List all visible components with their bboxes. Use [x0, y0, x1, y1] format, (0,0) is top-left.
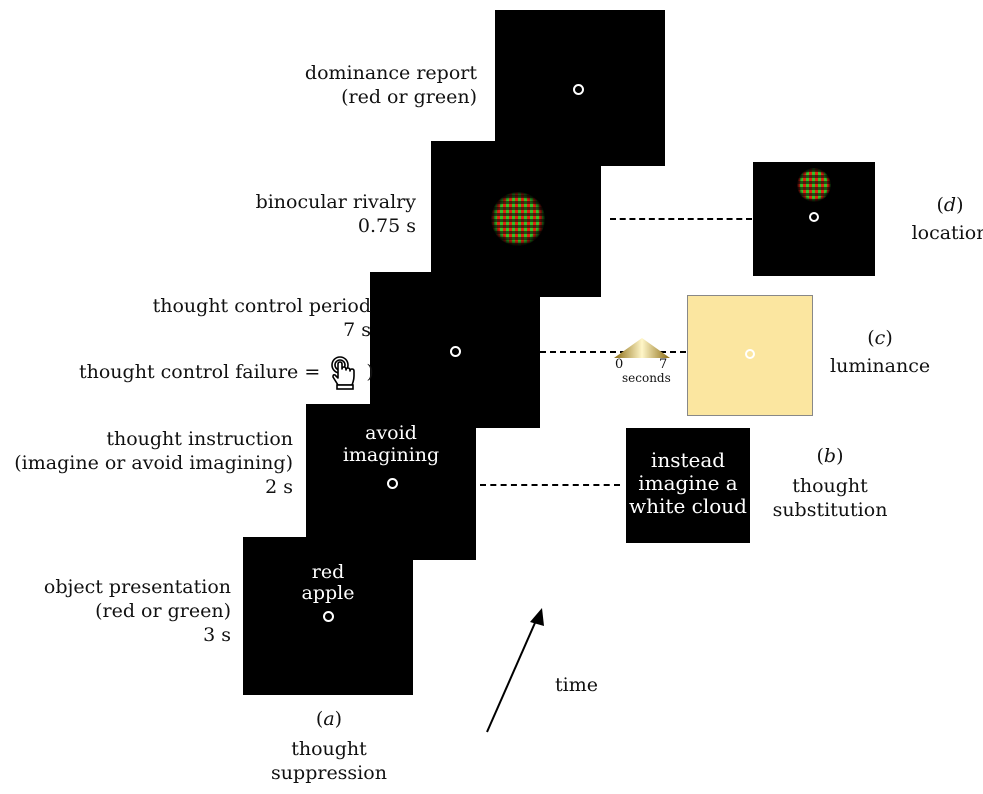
luminance-screen: [687, 295, 813, 416]
label-line: location: [911, 222, 983, 244]
label-line: suppression: [271, 762, 387, 784]
fixation-point: [573, 84, 584, 95]
ramp-min-label: 0: [615, 357, 624, 372]
condition-a-letter: (a): [315, 708, 343, 730]
substitution-screen: instead imagine a white cloud: [626, 428, 750, 543]
fixation-point: [745, 349, 755, 359]
ramp-max-label: 7: [659, 357, 668, 372]
thought-control-screen: [370, 272, 540, 428]
thought-control-failure-label: thought control failure = ): [79, 356, 374, 390]
screen-text-line2: imagining: [342, 444, 440, 466]
object-presentation-label: object presentation (red or green) 3 s: [44, 575, 231, 647]
screen-text-line1: instead: [650, 448, 726, 472]
location-screen: [753, 162, 875, 276]
label-line: object presentation: [43, 576, 231, 598]
screen-text-line1: red: [311, 561, 345, 583]
condition-c-letter: (c): [867, 327, 893, 349]
screen-text-line1: avoid: [365, 422, 417, 444]
failure-text: thought control failure =: [79, 361, 321, 383]
label-line: dominance report: [304, 62, 477, 84]
rivalry-grating-small: [797, 168, 831, 202]
label-line: luminance: [830, 355, 931, 377]
dominance-report-label: dominance report (red or green): [305, 61, 477, 109]
label-line: thought control period: [152, 295, 371, 317]
condition-b-caption: (b) thought substitution: [760, 444, 900, 522]
rivalry-grating: [491, 192, 545, 246]
label-line: 2 s: [265, 476, 293, 498]
label-line: substitution: [772, 499, 888, 521]
label-line: (red or green): [95, 600, 231, 622]
connector-d: [610, 218, 752, 220]
time-arrow: [486, 608, 544, 733]
thought-instruction-label: thought instruction (imagine or avoid im…: [14, 427, 293, 499]
label-line: (imagine or avoid imagining): [14, 452, 293, 474]
thought-instruction-screen: avoid imagining: [306, 404, 476, 560]
time-label: time: [555, 674, 598, 696]
binocular-rivalry-screen: [431, 141, 601, 297]
label-line: thought: [792, 475, 868, 497]
condition-b-letter: (b): [816, 445, 844, 467]
label-line: (red or green): [341, 86, 477, 108]
hand-pointer-icon: [328, 356, 358, 390]
label-line: 3 s: [203, 624, 231, 646]
label-line: thought instruction: [106, 428, 293, 450]
condition-d-letter: (d): [936, 194, 964, 216]
condition-a-caption: (a) thought suppression: [248, 707, 410, 785]
fixation-point: [323, 611, 334, 622]
fixation-point: [809, 212, 819, 222]
connector-c: [540, 351, 686, 353]
connector-b: [480, 484, 620, 486]
failure-text-close: ): [366, 361, 374, 383]
fixation-point: [387, 478, 398, 489]
label-line: 7 s: [343, 319, 371, 341]
ramp-unit-label: seconds: [622, 371, 671, 385]
screen-text-line2: imagine a: [638, 471, 738, 495]
label-line: 0.75 s: [357, 215, 416, 237]
thought-control-label: thought control period 7 s: [153, 294, 371, 342]
binocular-rivalry-label: binocular rivalry 0.75 s: [256, 190, 416, 238]
condition-c-caption: (c) luminance: [830, 326, 930, 378]
label-line: binocular rivalry: [255, 191, 416, 213]
object-presentation-screen: red apple: [243, 537, 413, 695]
label-line: thought: [291, 738, 367, 760]
condition-d-caption: (d) location: [905, 193, 983, 245]
screen-text-line2: apple: [301, 582, 355, 604]
fixation-point: [450, 346, 461, 357]
dominance-report-screen: [495, 10, 665, 166]
screen-text-line3: white cloud: [629, 494, 747, 518]
luminance-ramp: [614, 338, 670, 358]
